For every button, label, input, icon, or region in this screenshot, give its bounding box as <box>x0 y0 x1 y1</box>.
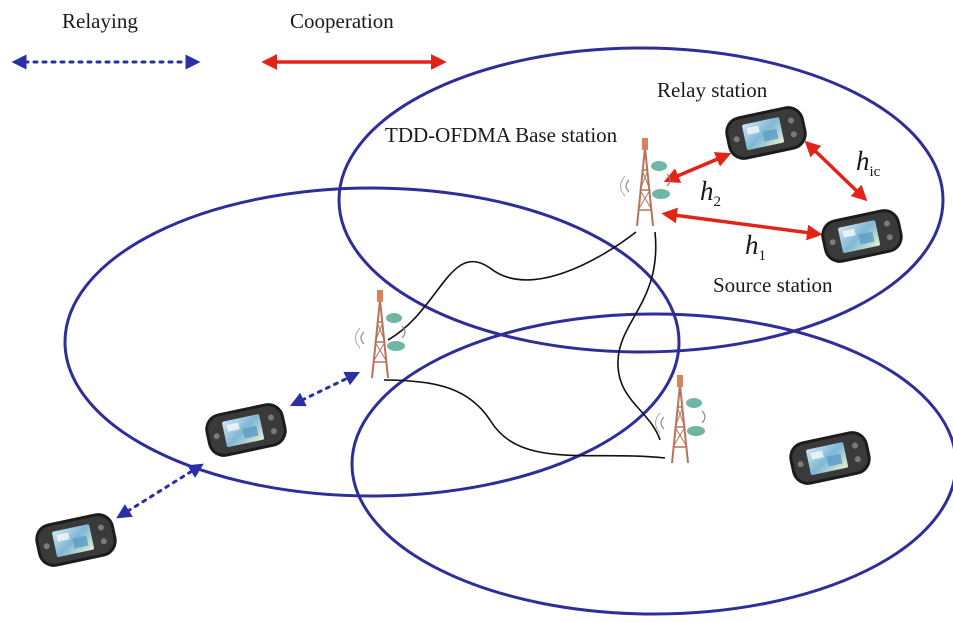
channel-h2-label: h2 <box>700 176 721 210</box>
mobile-device-icon <box>786 428 874 488</box>
base-station-tower-icon <box>619 137 671 227</box>
source-station-label: Source station <box>713 273 833 297</box>
relaying-arrow <box>116 463 204 519</box>
mobile-device-icon <box>32 510 120 570</box>
base-station-label: TDD-OFDMA Base station <box>385 123 618 147</box>
backhaul-link <box>383 379 666 459</box>
mobile-device-icon <box>202 400 290 460</box>
channel-h1-label: h1 <box>745 230 766 264</box>
channel-hic-label: hic <box>856 146 881 180</box>
relaying-arrow <box>289 371 361 407</box>
cell-coverage-top-right <box>337 46 945 354</box>
relay-station-label: Relay station <box>657 78 768 102</box>
channel-h1-arrow <box>661 207 823 241</box>
backhaul-link <box>387 231 637 341</box>
cell-coverage-left <box>63 186 681 498</box>
legend-cooperation-label: Cooperation <box>290 9 394 33</box>
backhaul-link <box>617 231 661 441</box>
base-station-tower-icon <box>654 374 706 464</box>
channel-hic-arrow <box>804 140 868 202</box>
source-station-device-icon <box>818 206 906 266</box>
legend-relaying-label: Relaying <box>62 9 138 33</box>
channel-h2-arrow <box>663 152 732 183</box>
cell-coverage-bottom-right <box>350 312 953 616</box>
relay-station-device-icon <box>722 103 810 163</box>
